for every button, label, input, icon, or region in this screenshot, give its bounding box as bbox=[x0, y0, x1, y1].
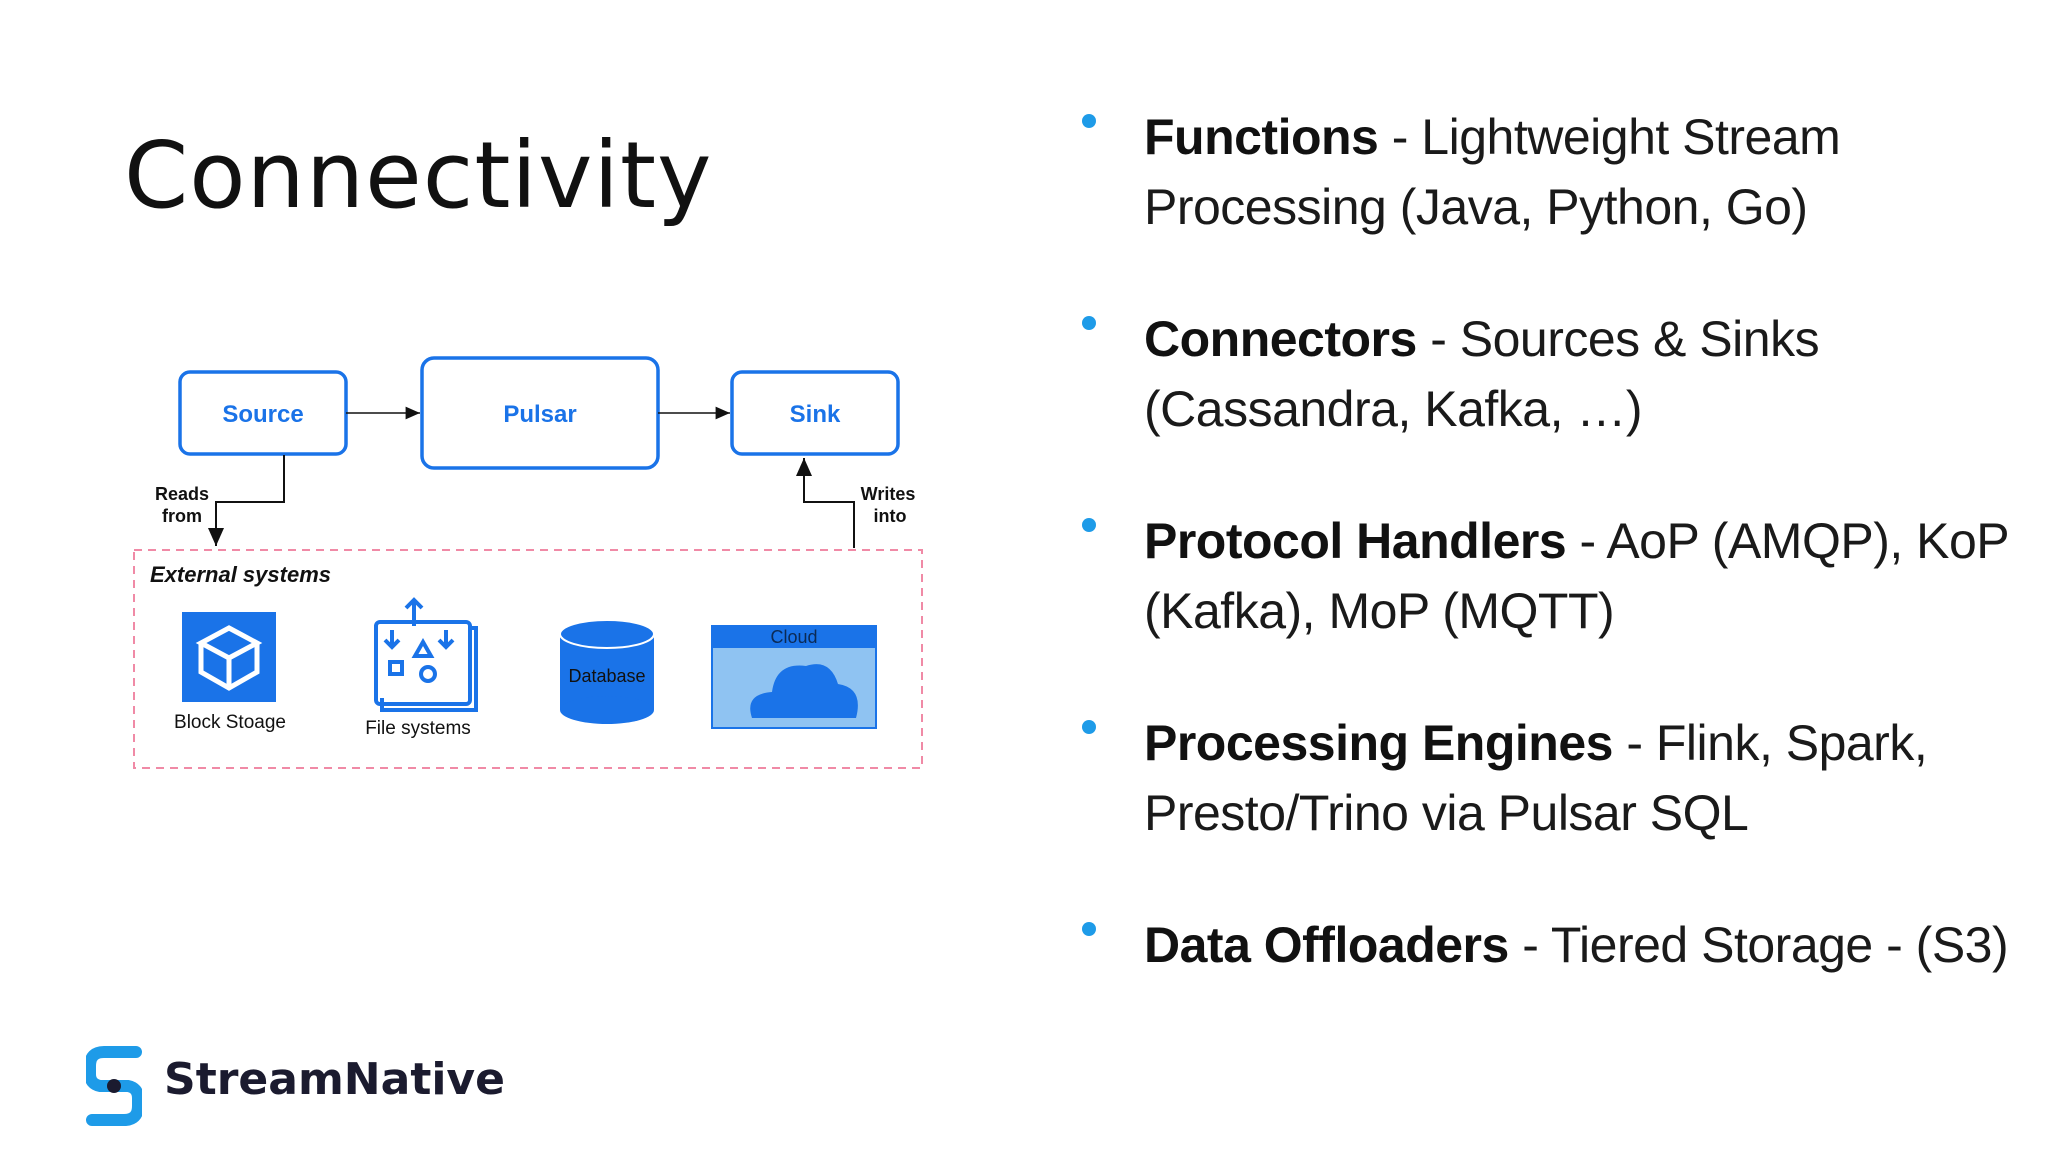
source-node: Source bbox=[178, 370, 348, 456]
feature-bullet-list: Functions - Lightweight Stream Processin… bbox=[1078, 102, 2018, 1042]
reads-label-1: Reads bbox=[155, 484, 209, 504]
block-storage-icon bbox=[182, 612, 276, 702]
bullet-term: Data Offloaders bbox=[1144, 917, 1509, 973]
bullet-dot-icon bbox=[1082, 720, 1096, 734]
cloud-icon bbox=[711, 625, 877, 729]
bullet-processing-engines: Processing Engines - Flink, Spark, Prest… bbox=[1078, 708, 2018, 848]
bullet-desc: - Tiered Storage - (S3) bbox=[1508, 917, 2009, 973]
block-storage-label: Block Stoage bbox=[174, 712, 286, 733]
bullet-dot-icon bbox=[1082, 114, 1096, 128]
source-label: Source bbox=[222, 401, 303, 428]
bullet-desc: - Sources & Sinks (Cassandra, Kafka, …) bbox=[1144, 311, 1820, 437]
reads-from-arrow bbox=[208, 455, 285, 546]
sink-label: Sink bbox=[790, 401, 841, 428]
file-systems-icon bbox=[374, 597, 478, 712]
file-systems-label: File systems bbox=[365, 718, 471, 739]
database-label: Database bbox=[568, 666, 645, 686]
brand-name: StreamNative bbox=[164, 1054, 505, 1105]
pulsar-node: Pulsar bbox=[420, 356, 660, 470]
bullet-term: Processing Engines bbox=[1144, 715, 1613, 771]
bullet-data-offloaders: Data Offloaders - Tiered Storage - (S3) bbox=[1078, 910, 2018, 980]
bullet-desc: - Lightweight Stream Processing (Java, P… bbox=[1144, 109, 1841, 235]
writes-into-arrow bbox=[796, 458, 855, 548]
bullet-functions: Functions - Lightweight Stream Processin… bbox=[1078, 102, 2018, 242]
database-icon bbox=[559, 619, 655, 724]
bullet-dot-icon bbox=[1082, 922, 1096, 936]
bullet-desc: - Flink, Spark, Presto/Trino via Pulsar … bbox=[1144, 715, 1928, 841]
bullet-term: Protocol Handlers bbox=[1144, 513, 1567, 569]
bullet-desc: - AoP (AMQP), KoP (Kafka), MoP (MQTT) bbox=[1144, 513, 2009, 639]
pulsar-label: Pulsar bbox=[503, 401, 576, 428]
streamnative-logo-icon bbox=[86, 1046, 142, 1126]
cloud-label: Cloud bbox=[770, 627, 817, 647]
bullet-dot-icon bbox=[1082, 316, 1096, 330]
slide-title: Connectivity bbox=[124, 122, 713, 229]
external-systems-label: External systems bbox=[150, 562, 331, 587]
writes-label-2: into bbox=[874, 506, 907, 526]
reads-label-2: from bbox=[162, 506, 202, 526]
external-systems-group bbox=[133, 549, 923, 769]
bullet-connectors: Connectors - Sources & Sinks (Cassandra,… bbox=[1078, 304, 2018, 444]
sink-node: Sink bbox=[730, 370, 900, 456]
writes-label-1: Writes bbox=[861, 484, 916, 504]
bullet-term: Connectors bbox=[1144, 311, 1417, 367]
bullet-term: Functions bbox=[1144, 109, 1379, 165]
bullet-protocol-handlers: Protocol Handlers - AoP (AMQP), KoP (Kaf… bbox=[1078, 506, 2018, 646]
bullet-dot-icon bbox=[1082, 518, 1096, 532]
